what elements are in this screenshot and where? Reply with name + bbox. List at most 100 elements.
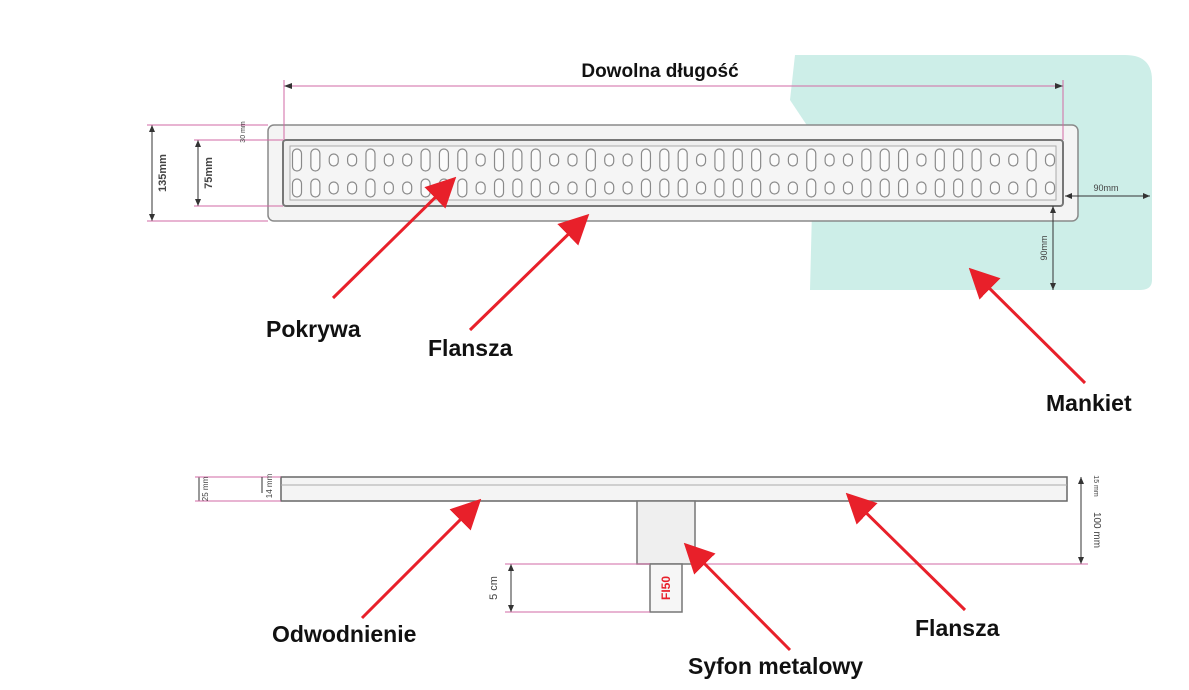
grate-hole: [806, 178, 817, 198]
grate-hole: [346, 153, 358, 167]
outlet-pipe: [649, 563, 683, 613]
dim-135mm: 135mm: [157, 154, 169, 192]
grate-hole: [457, 148, 468, 172]
grate-hole: [953, 148, 964, 172]
grate-hole: [953, 178, 964, 198]
grate-hole: [989, 153, 1001, 167]
grate-hole: [879, 178, 890, 198]
callout-flansza-bottom: Flansza: [915, 615, 1000, 641]
dim-90mm-vertical: 90mm: [1039, 235, 1049, 260]
grate-hole: [291, 148, 303, 172]
grate-hole: [971, 148, 982, 172]
grate-hole: [824, 153, 835, 167]
grate-hole: [732, 178, 743, 198]
grate-hole: [769, 181, 780, 195]
grate-hole: [934, 148, 945, 172]
grate-hole: [751, 148, 762, 172]
grate-hole: [769, 153, 780, 167]
grate-hole: [861, 148, 872, 172]
grate-hole: [659, 178, 670, 198]
dim-15mm: 15 mm: [1092, 475, 1099, 497]
grate-hole: [714, 178, 725, 198]
grate-hole: [897, 148, 909, 172]
grate-hole: [934, 178, 945, 198]
grate-hole: [291, 178, 303, 198]
dim-25mm: 25 mm: [201, 476, 210, 501]
grate-hole: [512, 178, 523, 198]
grate-hole: [1044, 181, 1056, 195]
dim-14mm: 14 mm: [265, 473, 274, 498]
grate-hole: [383, 181, 394, 195]
grate-hole: [824, 181, 835, 195]
grate-hole: [677, 148, 688, 172]
grate-hole: [346, 181, 358, 195]
outlet-label: FI50: [659, 576, 673, 600]
grate-hole: [971, 178, 982, 198]
grate-hole: [604, 153, 615, 167]
callout-syfon: Syfon metalowy: [688, 653, 863, 679]
grate-hole: [787, 181, 798, 195]
grate-hole: [897, 178, 909, 198]
grate-hole: [585, 148, 596, 172]
grate-hole: [989, 181, 1001, 195]
side-channel: [280, 476, 1068, 502]
grate-hole: [1026, 148, 1037, 172]
syphon-body: [636, 500, 696, 565]
grate-hole: [751, 178, 762, 198]
grate-hole: [530, 148, 541, 172]
grate-hole: [861, 178, 872, 198]
grate-hole: [1008, 153, 1019, 167]
grate-hole: [916, 181, 927, 195]
grate-hole: [732, 148, 743, 172]
grate-hole: [1044, 153, 1056, 167]
grate-hole: [916, 153, 927, 167]
grate-hole: [659, 148, 670, 172]
grate-hole: [1008, 181, 1019, 195]
grate-hole: [567, 181, 578, 195]
grate-hole: [438, 148, 450, 172]
grate-hole: [842, 181, 854, 195]
grate-hole: [1026, 178, 1037, 198]
grate-hole: [402, 153, 413, 167]
callout-pokrywa: Pokrywa: [266, 316, 361, 342]
grate-hole: [714, 148, 725, 172]
grate-hole: [493, 178, 505, 198]
grate-hole: [549, 181, 560, 195]
grate-hole: [328, 153, 339, 167]
grate-hole: [640, 178, 652, 198]
grate-hole: [328, 181, 339, 195]
callout-mankiet: Mankiet: [1046, 390, 1132, 416]
grate-hole: [310, 148, 321, 172]
grate-hole: [310, 178, 321, 198]
grate-hole: [383, 153, 394, 167]
length-label: Dowolna długość: [581, 61, 739, 82]
grate-hole: [420, 178, 431, 198]
grate-hole: [622, 153, 633, 167]
grate-hole: [585, 178, 596, 198]
grate-hole: [879, 148, 890, 172]
grate-hole: [475, 181, 486, 195]
dim-75mm: 75mm: [203, 157, 215, 189]
dim-100mm: 100 mm: [1091, 512, 1102, 548]
grate-hole: [365, 148, 376, 172]
callout-odwodnienie: Odwodnienie: [272, 621, 416, 647]
grate-hole: [457, 178, 468, 198]
grate-hole: [402, 181, 413, 195]
grate-holes: [291, 148, 1056, 198]
dim-30mm: 30 mm: [240, 121, 247, 143]
grate-hole: [549, 153, 560, 167]
grate-hole: [640, 148, 652, 172]
grate-hole: [695, 153, 707, 167]
grate-hole: [622, 181, 633, 195]
grate-hole: [493, 148, 505, 172]
grate-hole: [365, 178, 376, 198]
grate-hole: [806, 148, 817, 172]
grate-hole: [420, 148, 431, 172]
grate-hole: [512, 148, 523, 172]
grate-hole: [475, 153, 486, 167]
grate-hole: [604, 181, 615, 195]
grate-hole: [677, 178, 688, 198]
callout-flansza-top: Flansza: [428, 335, 513, 361]
dim-90mm-horizontal: 90mm: [1093, 183, 1118, 193]
